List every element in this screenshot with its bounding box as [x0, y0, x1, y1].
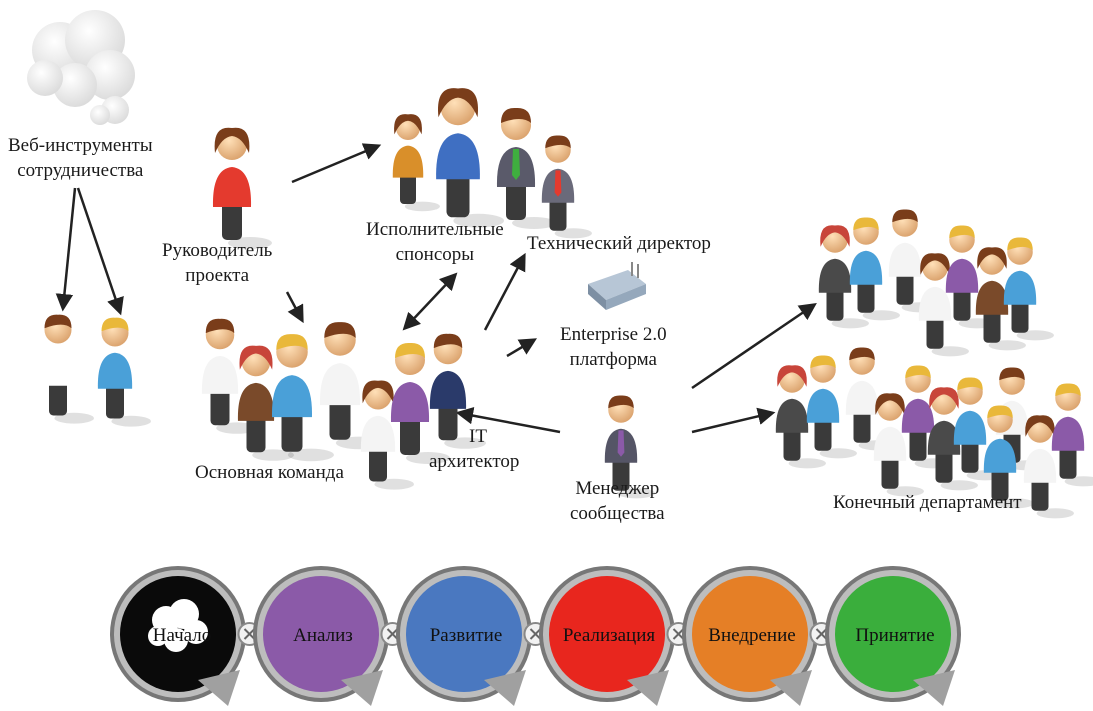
person-icon — [390, 342, 450, 464]
arrow-core-to-platform — [506, 338, 538, 358]
label-end-department: Конечный департамент — [833, 490, 1022, 515]
label-exec-sponsors-line2: спонсоры — [395, 244, 475, 265]
arrow-cm-to-dept-bottom — [691, 407, 776, 434]
label-community-manager-line1: Менеджер — [575, 478, 660, 499]
arrow-tools-to-left — [55, 187, 77, 312]
label-core-team-text: Основная команда — [195, 462, 344, 483]
person-icon — [873, 393, 924, 497]
person-icon — [818, 225, 869, 329]
label-core-team: Основная команда — [195, 460, 344, 485]
person-icon — [849, 217, 900, 321]
arrow-sponsors-core — [402, 272, 458, 331]
person-icon — [806, 355, 857, 459]
person-icon — [1051, 383, 1093, 487]
label-web-tools-line2: сотрудничества — [17, 160, 144, 181]
label-project-manager-line2: проекта — [185, 265, 250, 286]
arrow-cm-to-dept-top — [691, 303, 817, 390]
router-icon — [588, 262, 646, 310]
label-end-department-text: Конечный департамент — [833, 492, 1022, 513]
label-platform-line1: Enterprise 2.0 — [560, 324, 667, 345]
person-icon — [40, 314, 94, 424]
person-icon — [775, 365, 826, 469]
person-icon — [212, 127, 272, 249]
label-platform-line2: платформа — [569, 349, 657, 370]
person-icon — [901, 365, 952, 469]
person-icon — [320, 322, 382, 450]
arrow-pm-to-core — [285, 291, 304, 324]
label-exec-sponsors: Исполнительные спонсоры — [366, 217, 504, 267]
person-icon — [1003, 237, 1054, 341]
label-project-manager: Руководитель проекта — [162, 238, 272, 288]
person-icon — [918, 253, 969, 357]
person-icon — [927, 387, 978, 491]
arrow-core-to-tech — [483, 252, 526, 331]
label-web-tools-line1: Веб-инструменты — [8, 135, 153, 156]
person-icon — [604, 395, 655, 499]
person-icon — [392, 114, 440, 212]
arrow-cm-to-it — [455, 406, 561, 434]
person-icon — [496, 107, 556, 229]
person-icon — [541, 135, 592, 239]
person-icon — [975, 247, 1026, 351]
label-project-manager-line1: Руководитель — [162, 240, 273, 261]
person-icon — [429, 333, 486, 449]
label-it-architect: IT архитектор — [429, 424, 519, 474]
label-tech-director: Технический директор — [527, 231, 711, 256]
cloud-icon — [27, 10, 135, 125]
arrow-tools-to-right — [76, 187, 124, 316]
person-icon — [1023, 415, 1075, 519]
people-layer — [40, 88, 1093, 519]
connector-arrows — [55, 143, 817, 434]
label-it-architect-line1: IT — [469, 426, 487, 447]
label-community-manager: Менеджер сообщества — [570, 476, 665, 526]
arrow-pm-to-sponsors — [291, 143, 382, 184]
label-web-tools: Веб-инструменты сотрудничества — [8, 133, 153, 183]
person-icon — [983, 405, 1034, 509]
label-it-architect-line2: архитектор — [429, 451, 520, 472]
person-icon — [237, 345, 294, 461]
label-community-manager-line2: сообщества — [570, 503, 665, 524]
person-icon — [97, 317, 151, 427]
label-platform: Enterprise 2.0 платформа — [560, 322, 667, 372]
person-icon — [945, 225, 996, 329]
person-icon — [272, 334, 334, 462]
person-icon — [436, 88, 505, 228]
label-tech-director-text: Технический директор — [527, 233, 711, 254]
label-exec-sponsors-line1: Исполнительные — [366, 219, 504, 240]
person-icon — [360, 380, 415, 490]
